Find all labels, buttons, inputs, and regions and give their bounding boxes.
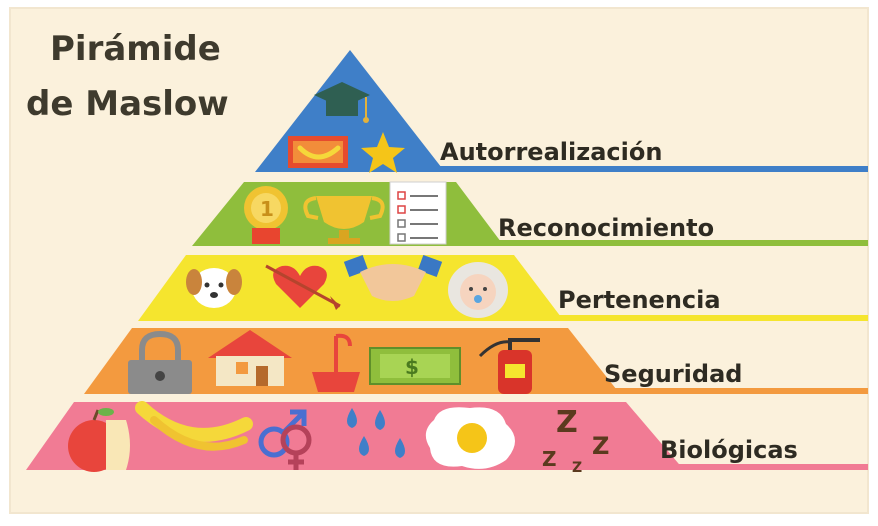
svg-text:Z: Z bbox=[572, 460, 582, 476]
heart-arrow-icon bbox=[265, 264, 341, 310]
star-icon bbox=[361, 132, 405, 173]
level-band bbox=[26, 402, 684, 470]
fried-egg-icon bbox=[425, 407, 515, 469]
title-line-2: de Maslow bbox=[26, 84, 229, 124]
level-label: Pertenencia bbox=[558, 286, 721, 314]
level-seguridad: Seguridad $ bbox=[84, 328, 868, 394]
level-underline bbox=[604, 388, 868, 394]
water-drops-icon bbox=[347, 408, 405, 458]
level-reconocimiento: Reconocimiento 1 bbox=[192, 181, 868, 246]
level-autorrealizacion: Autorrealización bbox=[255, 50, 868, 173]
title-line-1: Pirámide bbox=[50, 29, 221, 69]
svg-text:1: 1 bbox=[260, 197, 274, 221]
trophy-icon bbox=[303, 196, 385, 244]
level-label: Seguridad bbox=[604, 360, 742, 388]
level-label: Reconocimiento bbox=[498, 214, 714, 242]
banana-icon bbox=[135, 401, 253, 451]
level-label: Biológicas bbox=[660, 436, 798, 464]
svg-text:Z: Z bbox=[592, 432, 609, 460]
level-underline bbox=[550, 315, 868, 321]
level-label: Autorrealización bbox=[440, 138, 662, 166]
svg-text:Z: Z bbox=[542, 447, 557, 471]
handshake-icon bbox=[343, 255, 443, 301]
graduation-cap-icon bbox=[314, 82, 370, 123]
banana-diploma-icon bbox=[288, 136, 348, 168]
svg-text:Z: Z bbox=[556, 405, 578, 440]
money-icon: $ bbox=[369, 347, 461, 385]
fire-extinguisher-icon bbox=[478, 338, 540, 394]
level-underline bbox=[490, 240, 868, 246]
level-underline bbox=[664, 464, 868, 470]
house-icon bbox=[208, 330, 292, 386]
svg-text:$: $ bbox=[405, 355, 419, 379]
dog-icon bbox=[186, 268, 242, 308]
apple-icon bbox=[68, 408, 130, 472]
sleep-z-icon: Z Z Z Z bbox=[542, 405, 609, 476]
gender-symbols-icon bbox=[258, 409, 312, 470]
baby-icon bbox=[448, 262, 508, 318]
medal-icon: 1 bbox=[244, 186, 288, 244]
level-underline bbox=[420, 166, 868, 172]
umbrella-icon bbox=[312, 333, 360, 392]
padlock-icon bbox=[128, 330, 192, 394]
checklist-icon bbox=[389, 181, 447, 245]
level-pertenencia: Pertenencia bbox=[138, 255, 868, 321]
level-biologicas: Biológicas bbox=[26, 401, 868, 476]
